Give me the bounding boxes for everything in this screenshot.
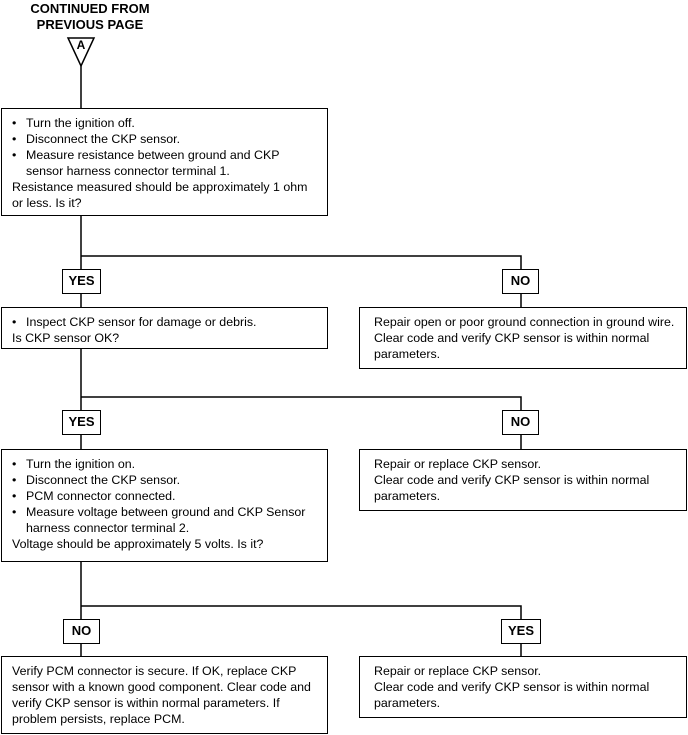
step3-yes-result-line-2: Clear code and verify CKP sensor is with… <box>374 680 650 710</box>
step1-bullet: Measure resistance between ground and CK… <box>12 147 319 179</box>
step1-question: Resistance measured should be approximat… <box>12 180 308 210</box>
step2-no-label: NO <box>502 410 539 435</box>
step2-bullet: Inspect CKP sensor for damage or debris. <box>12 314 319 330</box>
step2-box: Inspect CKP sensor for damage or debris.… <box>1 307 328 349</box>
step1-box: Turn the ignition off. Disconnect the CK… <box>1 108 328 216</box>
step3-bullets: Turn the ignition on. Disconnect the CKP… <box>12 456 319 536</box>
step1-no-result: Repair open or poor ground connection in… <box>374 315 675 361</box>
step2-no-result-line-2: Clear code and verify CKP sensor is with… <box>374 473 650 503</box>
step3-no-result-box: Verify PCM connector is secure. If OK, r… <box>1 656 328 734</box>
step3-bullet: PCM connector connected. <box>12 488 319 504</box>
step2-yes-label: YES <box>62 410 101 435</box>
step3-yes-label: YES <box>501 619 541 644</box>
step2-no-result-line-1: Repair or replace CKP sensor. <box>374 457 542 471</box>
step3-bullet: Turn the ignition on. <box>12 456 319 472</box>
step2-bullets: Inspect CKP sensor for damage or debris. <box>12 314 319 330</box>
step3-no-result: Verify PCM connector is secure. If OK, r… <box>12 664 311 726</box>
step1-bullet: Disconnect the CKP sensor. <box>12 131 319 147</box>
step1-bullets: Turn the ignition off. Disconnect the CK… <box>12 115 319 179</box>
step1-bullet: Turn the ignition off. <box>12 115 319 131</box>
header-line-2: PREVIOUS PAGE <box>36 17 144 32</box>
step3-bullet: Disconnect the CKP sensor. <box>12 472 319 488</box>
step3-yes-result-line-1: Repair or replace CKP sensor. <box>374 664 542 678</box>
step2-question: Is CKP sensor OK? <box>12 331 120 345</box>
step1-yes-label: YES <box>62 269 101 294</box>
line-step3-yes-branch <box>81 605 522 619</box>
line-step1-no-branch <box>81 255 522 269</box>
step3-yes-result-box: Repair or replace CKP sensor. Clear code… <box>359 656 687 718</box>
step3-box: Turn the ignition on. Disconnect the CKP… <box>1 449 328 562</box>
header-line-1: CONTINUED FROM <box>30 1 150 16</box>
step1-no-label: NO <box>502 269 539 294</box>
connector-label: A <box>76 38 86 52</box>
step3-question: Voltage should be approximately 5 volts.… <box>12 537 264 551</box>
line-step2-no-branch <box>81 396 522 410</box>
step3-no-label: NO <box>63 619 100 644</box>
step2-no-result-box: Repair or replace CKP sensor. Clear code… <box>359 449 687 511</box>
continued-header: CONTINUED FROM PREVIOUS PAGE <box>0 1 180 33</box>
connector-triangle <box>66 37 96 68</box>
step3-bullet: Measure voltage between ground and CKP S… <box>12 504 319 536</box>
step1-no-result-box: Repair open or poor ground connection in… <box>359 307 687 369</box>
